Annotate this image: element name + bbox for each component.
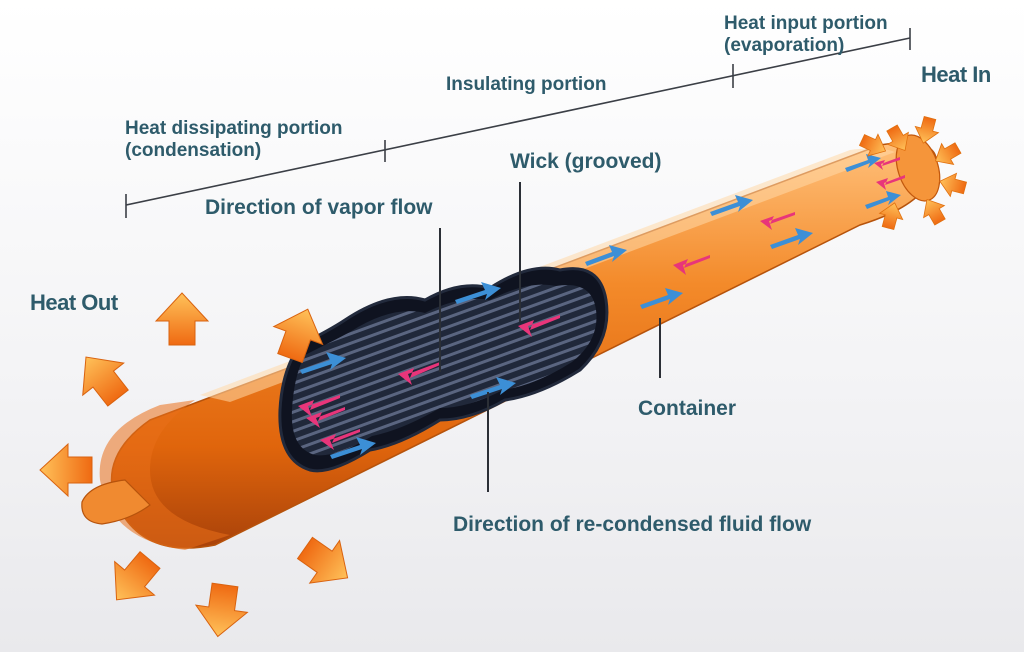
vapor-flow-label: Direction of vapor flow	[205, 196, 433, 219]
heat-in-label: Heat In	[921, 62, 991, 87]
heat-dissipating-portion-label: Heat dissipating portion (condensation)	[125, 118, 342, 162]
leader-lines	[439, 182, 661, 492]
insulating-portion-label: Insulating portion	[446, 74, 607, 95]
heat-input-line2: (evaporation)	[724, 34, 845, 56]
heat-out-label: Heat Out	[30, 290, 118, 315]
heat-dissipating-line1: Heat dissipating portion	[125, 118, 343, 139]
heat-input-line1: Heat input portion	[724, 13, 888, 34]
fluid-flow-arrows	[300, 154, 901, 459]
heat-dissipating-line2: (condensation)	[125, 139, 262, 161]
recondensed-flow-label: Direction of re-condensed fluid flow	[453, 513, 812, 536]
dimension-line	[125, 28, 911, 218]
container-label: Container	[638, 397, 737, 420]
vapor-flow-arrows	[298, 157, 905, 450]
heat-input-portion-label: Heat input portion (evaporation)	[724, 13, 888, 57]
wick-label: Wick (grooved)	[510, 150, 662, 173]
